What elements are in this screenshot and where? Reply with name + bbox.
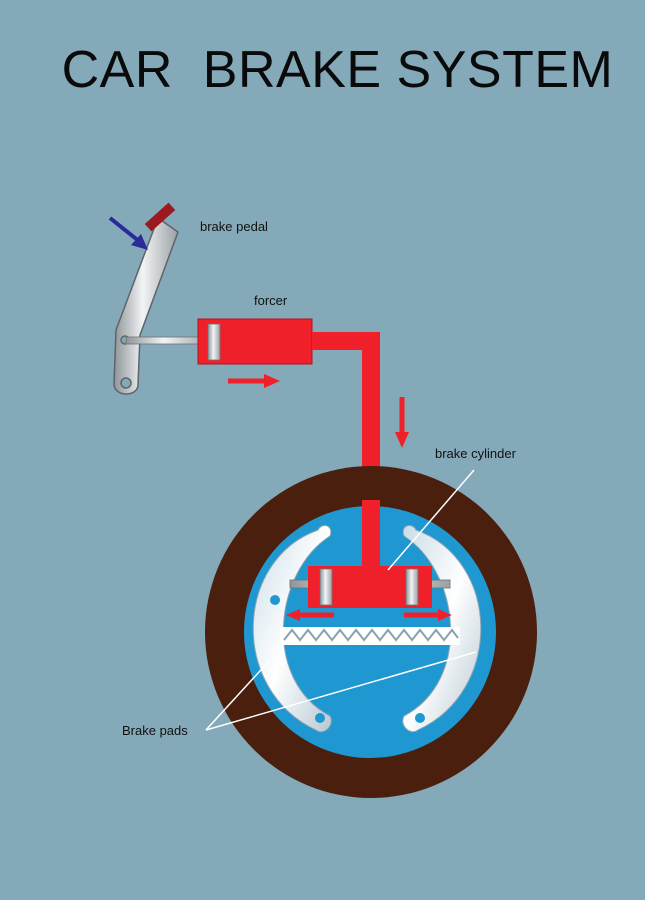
piston-arrow-right	[404, 609, 452, 621]
label-brake-pads: Brake pads	[122, 723, 188, 738]
return-spring	[280, 627, 460, 645]
brake-cylinder-leader	[387, 469, 475, 571]
label-forcer: forcer	[254, 293, 288, 308]
left-brake-shoe	[252, 524, 332, 733]
label-brake-pedal: brake pedal	[200, 219, 268, 234]
diagram-title: CAR BRAKE SYSTEM	[61, 41, 614, 99]
left-shoe-pivot	[315, 713, 325, 723]
brake-pads-leader-left	[205, 659, 271, 731]
label-brake-cylinder: brake cylinder	[435, 446, 517, 461]
brake-pedal-lever	[113, 216, 179, 395]
right-brake-shoe	[402, 524, 482, 733]
flow-arrow-down	[395, 397, 409, 448]
right-shoe-pivot	[415, 713, 425, 723]
piston-arrow-left	[286, 609, 334, 621]
push-rod	[125, 336, 211, 345]
forcer-master-cylinder	[197, 318, 313, 365]
left-shoe-pin	[270, 595, 280, 605]
pedal-force-arrow	[108, 216, 148, 250]
wheel-brake-cylinder	[289, 566, 451, 608]
flow-arrow-right	[228, 374, 280, 388]
brake-pads-leader-right	[205, 651, 477, 731]
hydraulic-line-drum	[362, 500, 380, 580]
pedal-pad	[144, 202, 176, 232]
